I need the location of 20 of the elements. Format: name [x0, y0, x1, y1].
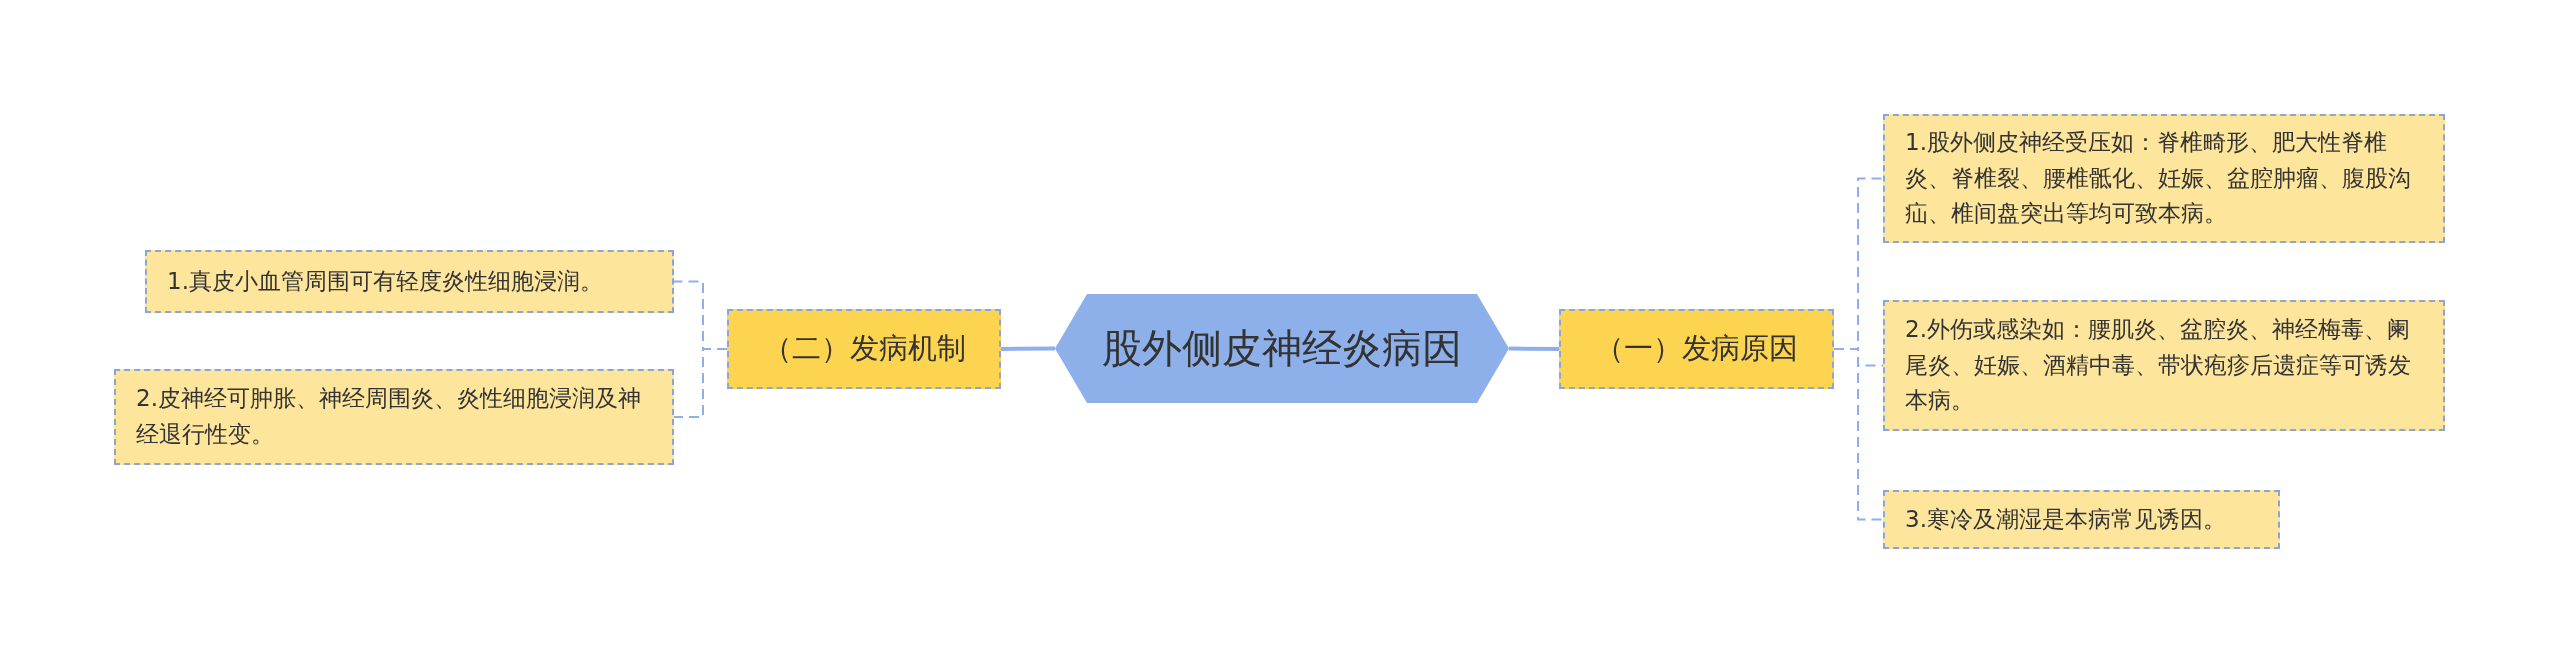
- connector-line: [1833, 348, 1884, 521]
- leaf-box: [114, 369, 674, 465]
- leaf-text: 1.真皮小血管周围可有轻度炎性细胞浸润。: [167, 266, 603, 296]
- connector-line: [1508, 346, 1560, 351]
- leaf-box: [1883, 490, 2280, 549]
- leaf-box: [145, 250, 674, 313]
- leaf-box: [1883, 114, 2445, 243]
- branch-title: （二）发病机制: [762, 330, 966, 367]
- branch-box: [1559, 309, 1834, 389]
- connector-line: [673, 348, 728, 418]
- topic-title: 股外侧皮神经炎病因: [1102, 324, 1462, 373]
- leaf-text: 3.寒冷及潮湿是本病常见诱因。: [1905, 504, 2226, 534]
- topic-hexagon: [1055, 294, 1509, 403]
- branch-title: （一）发病原因: [1595, 330, 1798, 367]
- branch-box: [727, 309, 1001, 389]
- leaf-text: 1.股外侧皮神经受压如：脊椎畸形、肥大性脊椎炎、脊椎裂、腰椎骶化、妊娠、盆腔肿瘤、腹股沟疝、椎间盘突出等均可致本病。: [1905, 128, 2412, 229]
- leaf-text: 2.皮神经可肿胀、神经周围炎、炎性细胞浸润及神经退行性变。: [136, 384, 642, 449]
- leaf-box: [1883, 300, 2445, 431]
- connector-line: [1000, 346, 1056, 351]
- leaf-text: 2.外伤或感染如：腰肌炎、盆腔炎、神经梅毒、阑尾炎、妊娠、酒精中毒、带状疱疹后遗症等可诱发本病。: [1905, 315, 2412, 416]
